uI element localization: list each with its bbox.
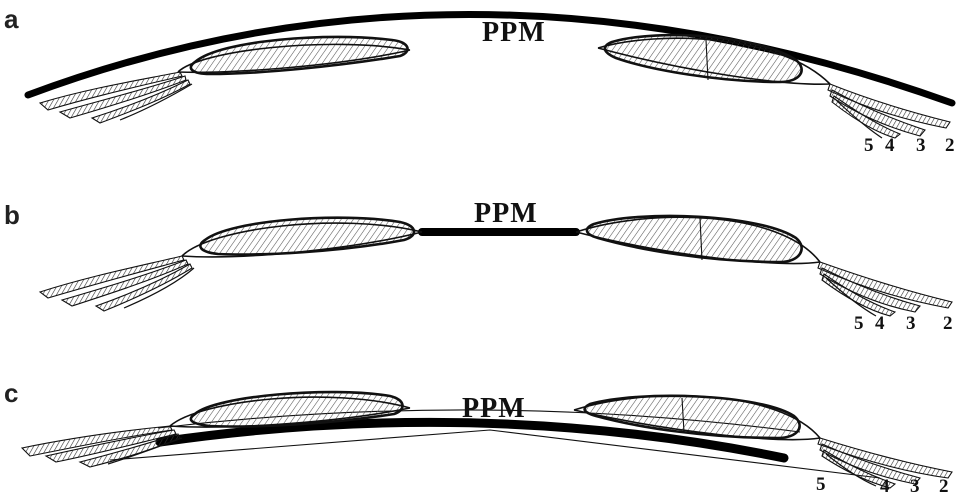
panel-c-fiber-number-4: 4 xyxy=(880,476,890,495)
panel-a-fiber-number-4: 4 xyxy=(885,135,895,156)
panel-a-letter: a xyxy=(4,4,19,34)
panel-b-left-fibers xyxy=(40,256,194,311)
panel-c-fiber-number-3: 3 xyxy=(910,476,920,495)
panel-a-right-fibers xyxy=(828,84,950,138)
panel-c: c PPM 5 4 3 2 xyxy=(4,378,952,495)
panel-a-fiber-number-3: 3 xyxy=(916,135,926,156)
panel-a-right-muscle-body xyxy=(605,35,802,82)
panel-b-letter: b xyxy=(4,200,20,230)
panel-c-fiber-number-2: 2 xyxy=(939,476,949,495)
panel-c-left-fibers xyxy=(22,426,182,467)
panel-b-fiber-numbers: 5 4 3 2 xyxy=(854,313,953,334)
panel-b-fiber-number-5: 5 xyxy=(854,313,864,334)
panel-b-fiber-number-3: 3 xyxy=(906,313,916,334)
panel-c-fiber-numbers: 5 4 3 2 xyxy=(816,474,949,495)
panel-c-letter: c xyxy=(4,378,18,408)
panel-b-fiber-number-4: 4 xyxy=(875,313,885,334)
panel-a-ppm-label: PPM xyxy=(482,17,546,48)
panel-a-fiber-number-5: 5 xyxy=(864,135,874,156)
panel-b-right-fibers xyxy=(818,262,952,316)
panel-b-fiber-number-2: 2 xyxy=(943,313,953,334)
panel-a-fiber-number-2: 2 xyxy=(945,135,955,156)
panel-a: a PPM 5 4 3 2 xyxy=(4,4,955,156)
panel-b-ppm-label: PPM xyxy=(474,198,538,229)
panel-b: b PPM 5 4 3 2 xyxy=(4,198,953,334)
panel-a-fiber-numbers: 5 4 3 2 xyxy=(864,135,955,156)
panel-c-fiber-number-5: 5 xyxy=(816,474,826,495)
